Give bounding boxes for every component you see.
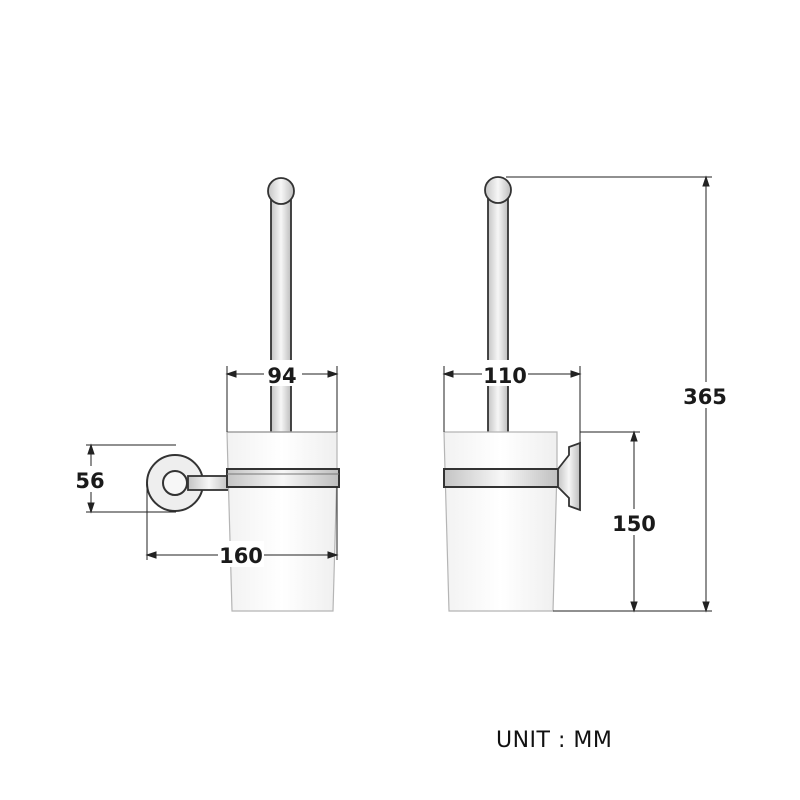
side-brush-knob	[484, 176, 512, 204]
holder-ring	[226, 468, 340, 488]
mount-arm	[187, 475, 231, 491]
side-brush-rod	[487, 197, 509, 435]
side-cup-body	[443, 431, 558, 612]
dimension-label-56: 56	[75, 469, 104, 493]
brush-rod	[270, 197, 292, 435]
cup-body	[226, 431, 338, 612]
dimension-label-110: 110	[483, 364, 527, 388]
wall-mount-boss	[162, 470, 188, 496]
side-view	[443, 176, 581, 612]
unit-label: UNIT : MM	[496, 728, 613, 753]
dimension-label-94: 94	[267, 364, 296, 388]
dimension-label-160: 160	[219, 544, 263, 568]
brush-knob	[267, 177, 295, 205]
dimension-label-150: 150	[612, 512, 656, 536]
side-holder-ring	[443, 468, 561, 488]
dimension-wall-height	[86, 443, 176, 514]
dimension-label-365: 365	[683, 385, 727, 409]
dimension-side-width	[442, 366, 582, 443]
side-wall-bracket	[557, 441, 581, 512]
